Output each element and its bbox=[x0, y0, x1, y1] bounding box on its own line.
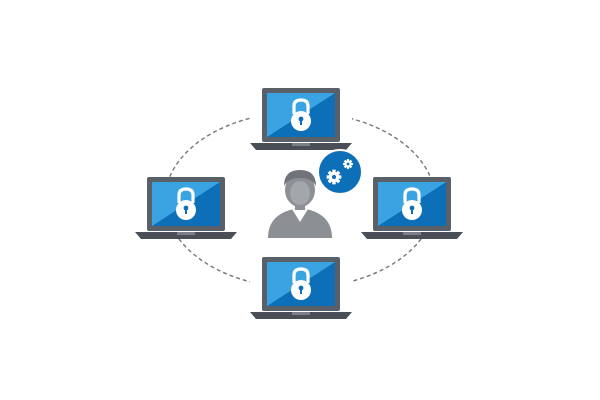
gear-large-icon bbox=[326, 169, 342, 185]
laptop-top-icon bbox=[248, 86, 354, 152]
laptop-bottom-icon bbox=[248, 255, 354, 321]
laptop-right-icon bbox=[359, 175, 465, 241]
gear-small-icon bbox=[343, 159, 353, 169]
admin-user-icon bbox=[268, 170, 332, 238]
settings-badge bbox=[317, 149, 363, 195]
laptop-left-icon bbox=[133, 175, 239, 241]
